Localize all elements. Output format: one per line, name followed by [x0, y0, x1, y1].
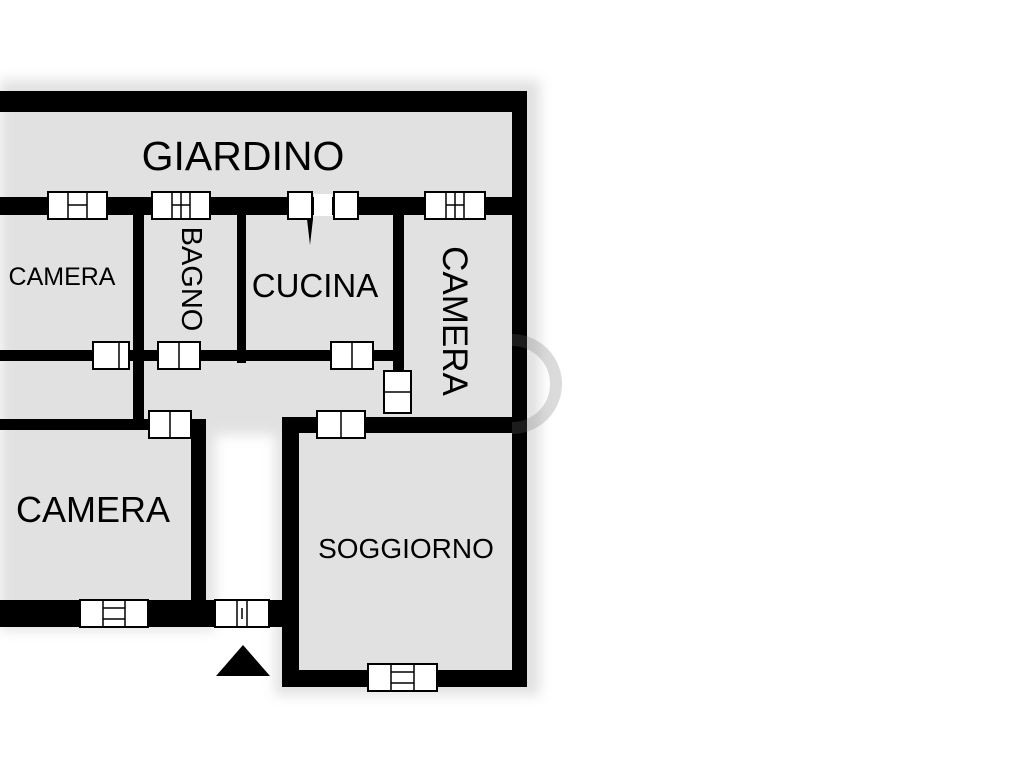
- wall-rooms-bottom: [0, 350, 404, 361]
- window-camera-bottom: [79, 599, 149, 628]
- room-label-camera-bottom-left: CAMERA: [16, 489, 170, 530]
- window-camera-right-top: [424, 191, 486, 220]
- window-soggiorno-bottom: [367, 663, 438, 692]
- wall-camera-bagno: [133, 213, 144, 423]
- room-label-bagno: BAGNO: [175, 227, 207, 332]
- door-camera-bottom-left: [148, 410, 192, 439]
- wall-soggiorno-west: [282, 417, 299, 687]
- wall-corridor-west: [191, 419, 206, 627]
- wall-camera-left-bottom: [0, 419, 205, 430]
- entrance-triangle-icon: [216, 645, 270, 676]
- room-label-giardino: GIARDINO: [142, 133, 345, 179]
- room-label-camera-right: CAMERA: [435, 246, 474, 396]
- window-bagno-top: [151, 191, 211, 220]
- wall-garden-top: [0, 91, 527, 112]
- wall-soggiorno-east: [512, 417, 527, 687]
- room-label-soggiorno: SOGGIORNO: [318, 533, 494, 564]
- door-cucina-top: [287, 191, 359, 245]
- room-label-cucina: CUCINA: [252, 267, 379, 304]
- wall-bagno-cucina: [237, 213, 246, 363]
- wall-garden-bottom: [0, 197, 527, 215]
- openings: [47, 191, 486, 692]
- door-cucina: [330, 341, 374, 370]
- door-camera-right: [383, 370, 412, 414]
- watermark-logo: [511, 334, 562, 434]
- window-camera-top: [47, 191, 108, 220]
- room-label-camera-top-left: CAMERA: [9, 263, 116, 291]
- wall-east-upper: [512, 91, 527, 418]
- entrance-door: [214, 599, 270, 628]
- wall-cucina-camera: [393, 213, 404, 413]
- door-bagno: [157, 341, 201, 370]
- door-soggiorno: [316, 410, 366, 439]
- door-camera-top-left: [92, 341, 130, 370]
